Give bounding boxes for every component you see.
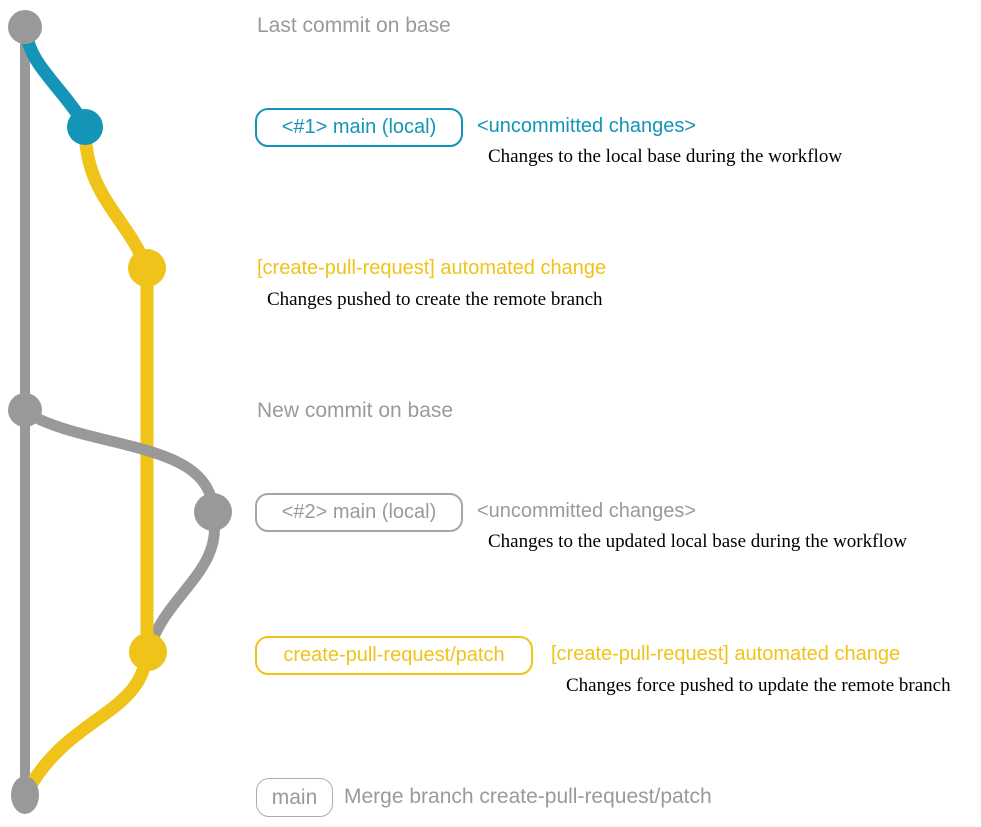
uncommitted-changes-2-description: Changes to the updated local base during… (488, 531, 907, 552)
commit-dot-local-main-2 (194, 493, 232, 531)
uncommitted-changes-1-label: <uncommitted changes> (477, 115, 697, 137)
commit-dot-patch-1 (128, 249, 166, 287)
new-commit-on-base-label: New commit on base (257, 399, 454, 422)
last-commit-on-base-label: Last commit on base (257, 14, 451, 37)
update-curve-over (24, 408, 219, 511)
automated-change-2-description: Changes force pushed to update the remot… (566, 675, 951, 696)
automated-change-1-label: [create-pull-request] automated change (257, 257, 607, 279)
main-local-2-badge-text: <#2> main (local) (281, 501, 437, 523)
patch-branch-badge-text: create-pull-request/patch (283, 644, 505, 666)
main-local-2-badge: <#2> main (local) (255, 493, 463, 532)
patch-branch-badge: create-pull-request/patch (255, 636, 533, 675)
commit-dot-local-main-1 (67, 109, 103, 145)
rebase-curve-under (144, 512, 221, 650)
main-badge: main (256, 778, 333, 817)
commit-dot-last-base (8, 10, 42, 44)
merge-branch-label: Merge branch create-pull-request/patch (344, 785, 712, 808)
patch-branch-line (22, 126, 154, 794)
commit-dot-merge (11, 776, 39, 814)
local-main-branch-curve (19, 30, 91, 129)
uncommitted-changes-2-label: <uncommitted changes> (477, 500, 697, 522)
automated-change-2-label: [create-pull-request] automated change (551, 643, 901, 665)
commit-dot-patch-2 (129, 633, 167, 671)
main-local-1-badge-text: <#1> main (local) (281, 116, 437, 138)
main-local-1-badge: <#1> main (local) (255, 108, 463, 147)
main-badge-text: main (271, 785, 318, 809)
automated-change-1-description: Changes pushed to create the remote bran… (267, 289, 603, 310)
uncommitted-changes-1-description: Changes to the local base during the wor… (488, 146, 843, 167)
commit-dot-new-base (8, 393, 42, 427)
